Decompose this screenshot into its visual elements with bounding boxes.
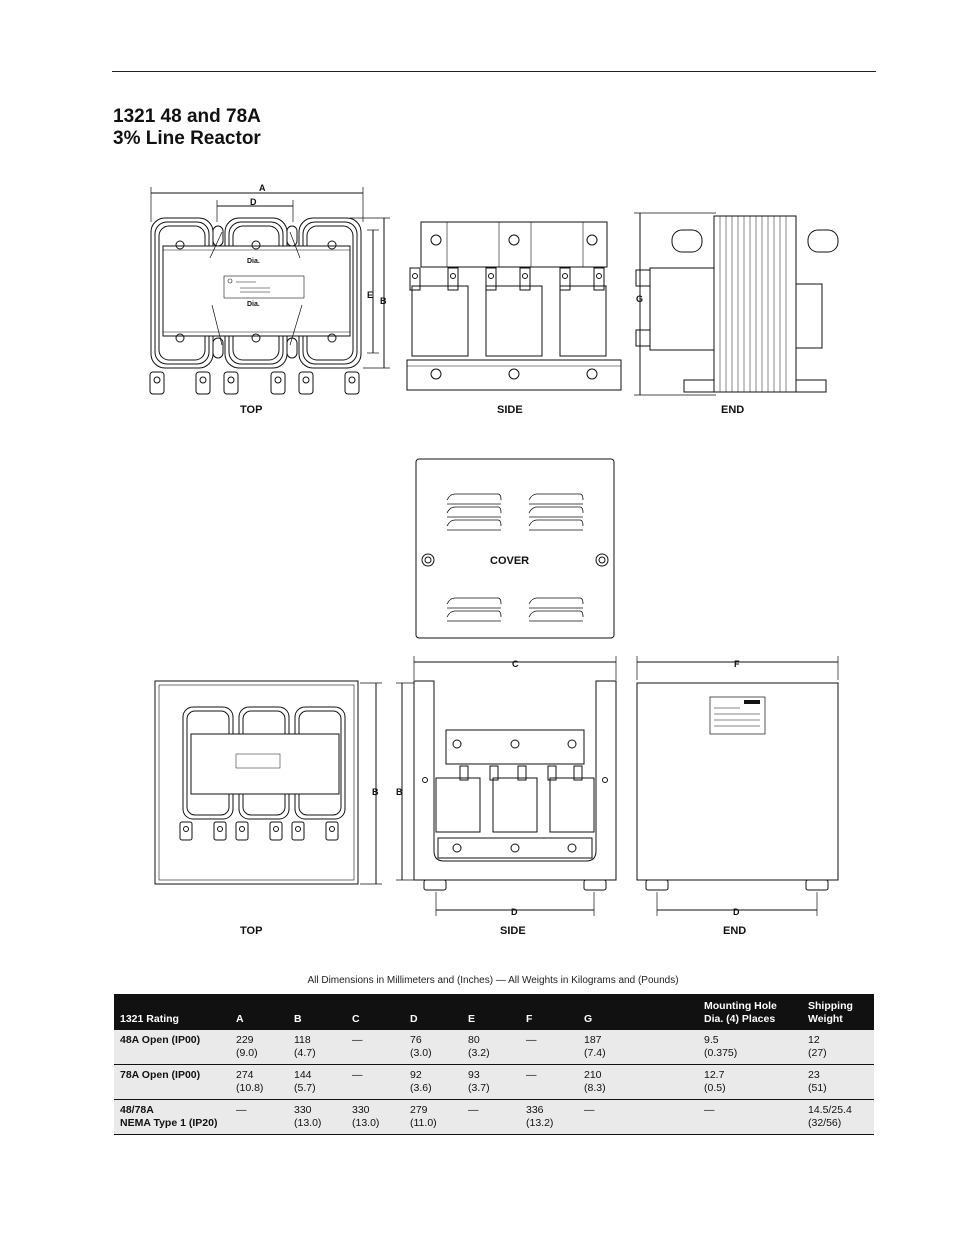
dim-b-inner-label: B — [396, 787, 403, 797]
dim-e-label: E — [367, 290, 373, 300]
enclosed-end-label: END — [723, 925, 746, 937]
cell-hole: — — [698, 1099, 802, 1135]
cell-b: 118(4.7) — [288, 1030, 346, 1065]
col-header-e: E — [462, 994, 520, 1030]
col-header-g: G — [578, 994, 698, 1030]
cover-louvers-top — [446, 493, 584, 531]
cell-a: 229(9.0) — [230, 1030, 288, 1065]
col-header-b: B — [288, 994, 346, 1030]
dia-label-bottom: Dia. — [247, 301, 260, 308]
cell-e: 80(3.2) — [462, 1030, 520, 1065]
cell-hole: 9.5(0.375) — [698, 1030, 802, 1065]
cell-d: 76(3.0) — [404, 1030, 462, 1065]
col-header-weight: Shipping Weight — [802, 994, 874, 1030]
dimensions-caption: All Dimensions in Millimeters and (Inche… — [307, 975, 679, 986]
cell-weight: 14.5/25.4(32/56) — [802, 1099, 874, 1135]
enclosed-side-label: SIDE — [500, 925, 526, 937]
cell-a: — — [230, 1099, 288, 1135]
cell-f: — — [520, 1030, 578, 1065]
cell-f: 336(13.2) — [520, 1099, 578, 1135]
col-header-d: D — [404, 994, 462, 1030]
cell-g: — — [578, 1099, 698, 1135]
enclosed-top-view: B TOP — [154, 680, 382, 937]
cell-b: 330(13.0) — [288, 1099, 346, 1135]
open-top-terminals — [149, 371, 360, 395]
technical-drawings: A D Dia. Dia. — [149, 183, 839, 937]
cell-c: 330(13.0) — [346, 1099, 404, 1135]
enclosed-end-nameplate — [709, 696, 766, 735]
cell-d: 279(11.0) — [404, 1099, 462, 1135]
open-side-view: SIDE — [406, 221, 622, 416]
dim-f-label: F — [734, 659, 740, 669]
cover-label: COVER — [490, 555, 529, 567]
table-row: 78A Open (IP00) 274(10.8) 144(5.7) — 92(… — [114, 1064, 874, 1100]
open-top-view: A D Dia. Dia. — [149, 183, 390, 416]
cell-weight: 12(27) — [802, 1030, 874, 1065]
open-end-view: G END — [634, 212, 839, 416]
cover-view: COVER — [415, 458, 615, 639]
col-header-rating: 1321 Rating — [114, 994, 230, 1030]
header-rule — [112, 71, 876, 72]
cell-e: 93(3.7) — [462, 1064, 520, 1100]
cell-c: — — [346, 1064, 404, 1100]
cell-a: 274(10.8) — [230, 1064, 288, 1100]
page-title-line1: 1321 48 and 78A — [113, 106, 261, 127]
open-side-label: SIDE — [497, 404, 523, 416]
col-header-hole: Mounting Hole Dia. (4) Places — [698, 994, 802, 1030]
cell-hole: 12.7(0.5) — [698, 1064, 802, 1100]
dim-a-label: A — [259, 183, 266, 193]
cell-c: — — [346, 1030, 404, 1065]
cell-g: 187(7.4) — [578, 1030, 698, 1065]
dim-g-label: G — [636, 294, 643, 304]
col-header-a: A — [230, 994, 288, 1030]
cell-rating: 78A Open (IP00) — [114, 1064, 230, 1100]
cover-louvers-bottom — [446, 597, 584, 622]
dimensions-table: 1321 Rating A B C D E F G Mounting Hole … — [114, 994, 874, 1135]
page-title: 1321 48 and 78A 3% Line Reactor — [113, 106, 261, 150]
cell-rating: 48A Open (IP00) — [114, 1030, 230, 1065]
cell-g: 210(8.3) — [578, 1064, 698, 1100]
cell-e: — — [462, 1099, 520, 1135]
open-top-label: TOP — [240, 404, 262, 416]
enclosed-top-terminals — [179, 821, 339, 841]
dim-b-label: B — [380, 296, 387, 306]
enclosed-end-view: F D END — [636, 656, 839, 937]
open-top-core — [162, 245, 351, 337]
open-end-label: END — [721, 404, 744, 416]
enclosed-side-view: C B D SIDE — [396, 656, 617, 937]
dim-b-outer-label: B — [372, 787, 379, 797]
dim-c-label: C — [512, 659, 519, 669]
table-header-row: 1321 Rating A B C D E F G Mounting Hole … — [114, 994, 874, 1030]
cell-weight: 23(51) — [802, 1064, 874, 1100]
cell-f: — — [520, 1064, 578, 1100]
dia-label-top: Dia. — [247, 258, 260, 265]
dim-d-side-label: D — [511, 907, 518, 917]
table-row: 48A Open (IP00) 229(9.0) 118(4.7) — 76(3… — [114, 1030, 874, 1065]
col-header-f: F — [520, 994, 578, 1030]
open-end-laminations — [713, 215, 797, 393]
dim-d-end-label: D — [733, 907, 740, 917]
col-header-c: C — [346, 994, 404, 1030]
enclosed-top-label: TOP — [240, 925, 262, 937]
page-title-line2: 3% Line Reactor — [113, 128, 261, 149]
cell-d: 92(3.6) — [404, 1064, 462, 1100]
dim-d-label: D — [250, 197, 257, 207]
cell-b: 144(5.7) — [288, 1064, 346, 1100]
